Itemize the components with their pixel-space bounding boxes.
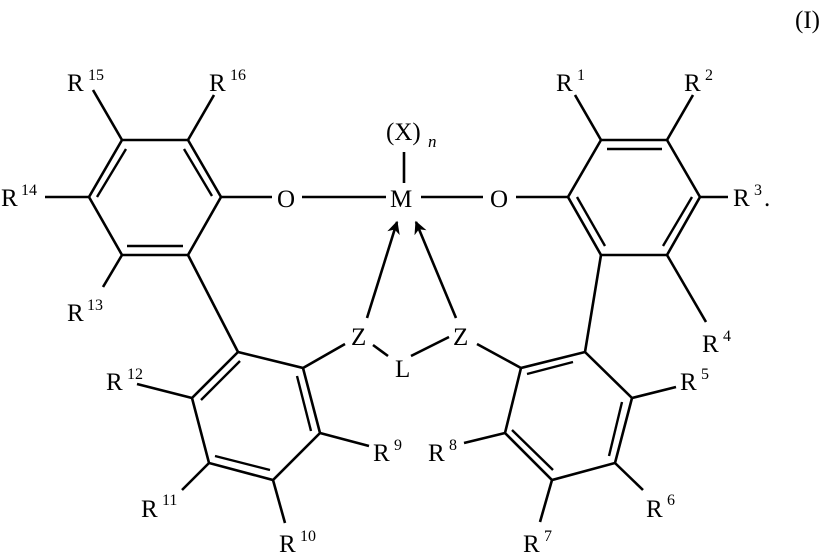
dative-bond-left	[365, 220, 400, 319]
label-r3: R 3 .	[733, 182, 770, 212]
svg-text:R: R	[646, 496, 663, 523]
bond-r6	[614, 462, 644, 491]
lower-left-phenyl-ring	[190, 350, 322, 482]
bond-r16	[186, 94, 216, 141]
svg-text:2: 2	[705, 67, 713, 84]
svg-text:8: 8	[449, 437, 457, 454]
bond-r8	[463, 431, 506, 445]
svg-text:R: R	[67, 300, 84, 327]
bond-r10	[271, 479, 287, 524]
label-r13: R 13	[67, 297, 103, 327]
dative-bond-right	[414, 220, 458, 319]
svg-text:R: R	[67, 70, 84, 97]
bond-r4	[665, 254, 708, 323]
svg-text:7: 7	[544, 528, 552, 545]
label-r5: R 5	[680, 366, 709, 396]
svg-text:R: R	[279, 531, 296, 554]
bond-r12	[136, 382, 193, 400]
oxygen-right: O	[490, 186, 508, 213]
bond-r7	[538, 479, 554, 523]
svg-text:6: 6	[667, 492, 675, 509]
bond-ring-z-left	[302, 342, 346, 370]
svg-text:R: R	[106, 369, 123, 396]
svg-text:9: 9	[394, 437, 402, 454]
donor-z-left: Z	[351, 324, 366, 351]
metal-m: M	[390, 186, 412, 213]
svg-text:R: R	[1, 185, 18, 212]
ligand-x: (X)	[386, 119, 421, 146]
bond-r5	[631, 385, 677, 400]
ligand-x-subscript: n	[428, 132, 437, 151]
label-r4: R 4	[702, 328, 731, 358]
oxygen-left: O	[277, 186, 295, 213]
svg-text:14: 14	[21, 182, 37, 199]
svg-text:R: R	[523, 531, 540, 554]
linker-l: L	[395, 356, 410, 383]
svg-text:R: R	[684, 70, 701, 97]
lower-right-phenyl-ring	[503, 350, 634, 482]
svg-text:R: R	[141, 496, 158, 523]
bond-biaryl-left	[186, 254, 240, 353]
upper-right-phenyl-ring	[566, 138, 702, 257]
svg-text:R: R	[680, 369, 697, 396]
svg-text:5: 5	[701, 366, 709, 383]
bond-z-l-left	[372, 343, 389, 358]
bond-r11	[181, 462, 210, 491]
label-r11: R 11	[141, 492, 177, 523]
svg-text:13: 13	[87, 297, 103, 314]
svg-text:1: 1	[577, 67, 585, 84]
bond-z-ring-right	[476, 342, 522, 370]
svg-text:4: 4	[723, 328, 731, 345]
label-r14: R 14	[1, 182, 37, 212]
svg-text:3: 3	[754, 182, 762, 199]
svg-text:R: R	[556, 70, 573, 97]
formula-number: (I)	[795, 7, 820, 34]
upper-left-phenyl-ring	[87, 138, 223, 257]
label-r8: R 8	[428, 437, 457, 467]
svg-text:16: 16	[230, 67, 246, 84]
bond-r2	[665, 94, 695, 141]
label-r2: R 2	[684, 67, 713, 97]
label-r1: R 1	[556, 67, 585, 97]
svg-text:R: R	[702, 331, 719, 358]
bond-r13	[101, 254, 124, 288]
svg-text:.: .	[764, 185, 770, 212]
svg-text:10: 10	[300, 528, 316, 545]
svg-text:12: 12	[127, 366, 143, 383]
svg-text:R: R	[428, 440, 445, 467]
label-r10: R 10	[279, 528, 316, 554]
svg-text:15: 15	[88, 67, 104, 84]
label-r12: R 12	[106, 366, 143, 396]
bond-r1	[573, 94, 603, 141]
label-r9: R 9	[373, 437, 402, 467]
label-r16: R 16	[209, 67, 246, 97]
bond-biaryl-right	[583, 254, 603, 353]
svg-text:R: R	[209, 70, 226, 97]
bond-r9	[319, 431, 370, 448]
svg-text:R: R	[373, 440, 390, 467]
donor-z-right: Z	[453, 324, 468, 351]
label-r15: R 15	[67, 67, 104, 97]
bond-l-z-right	[410, 335, 450, 358]
bond-r15	[91, 89, 124, 141]
label-r7: R 7	[523, 528, 552, 554]
label-r6: R 6	[646, 492, 675, 523]
svg-text:R: R	[733, 185, 750, 212]
svg-text:11: 11	[162, 492, 177, 509]
